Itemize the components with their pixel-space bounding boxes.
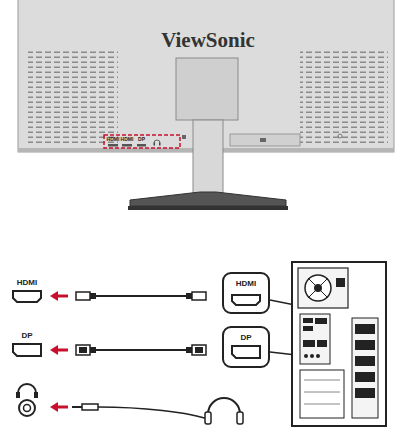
port-callout: DP	[222, 326, 270, 368]
dp-connection	[13, 344, 305, 358]
brand-logo: ViewSonic	[161, 30, 255, 51]
port-label: DP	[138, 137, 145, 142]
port-panel	[104, 135, 180, 148]
port-callout: HDMI	[222, 272, 270, 314]
port-label: HDMI	[121, 137, 134, 142]
pc-tower	[292, 262, 386, 426]
port-label: DP	[21, 332, 32, 340]
port-label: HDMI	[17, 279, 37, 287]
monitor-stand	[128, 120, 288, 210]
callout-label: DP	[224, 333, 268, 342]
hdmi-connection	[13, 291, 300, 306]
port-label: HDMI	[107, 137, 120, 142]
audio-connection	[16, 384, 243, 424]
callout-label: HDMI	[224, 279, 268, 288]
